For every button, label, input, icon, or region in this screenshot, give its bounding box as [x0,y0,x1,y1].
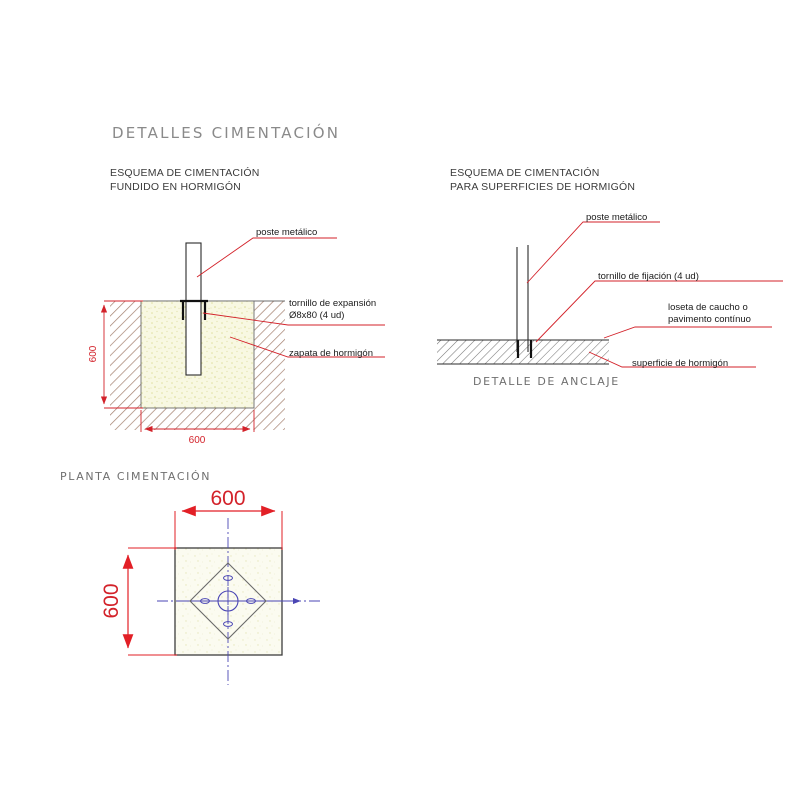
label-loseta-caucho-line2: pavimento contínuo [668,314,751,325]
leader-superficie-hormigon: superficie de hormigón [588,351,756,369]
label-poste-metalico-left: poste metálico [256,227,317,238]
label-poste-metalico-right: poste metálico [586,212,647,223]
plan-bolt-hole-bottom [223,621,233,627]
right-anchor-detail: poste metálico tornillo de fijación (4 u… [437,212,783,388]
anchor-detail-caption: DETALLE DE ANCLAJE [473,375,620,388]
plan-bolt-hole-right [246,598,256,604]
right-detail-heading-line1: ESQUEMA DE CIMENTACIÓN [450,166,599,179]
soil-hatch-left [110,301,141,408]
width-dimension: 600 [140,410,255,446]
plan-bolt-hole-left [200,598,210,604]
soil-hatch-bottom [110,408,285,430]
depth-dimension: 600 [88,300,143,409]
label-tornillo-fijacion: tornillo de fijación (4 ud) [598,271,699,282]
plan-width-dimension-value: 600 [210,487,245,510]
label-zapata-hormigon: zapata de hormigón [289,348,373,359]
label-tornillo-expansion-line1: tornillo de expansión [289,298,376,309]
left-detail-heading-line2: FUNDIDO EN HORMIGÓN [110,180,241,193]
leader-poste-metalico-right: poste metálico [526,212,660,284]
leader-loseta-caucho: loseta de caucho o pavimento contínuo [603,302,772,339]
concrete-slab-hatch [437,340,609,364]
plan-height-dimension-value: 600 [100,583,123,618]
plan-view-caption: PLANTA CIMENTACIÓN [60,470,211,483]
label-tornillo-expansion-line2: Ø8x80 (4 ud) [289,310,344,321]
leader-poste-metalico-left: poste metálico [196,227,337,278]
plan-bolt-hole-top [223,575,233,581]
foundation-plan-view: PLANTA CIMENTACIÓN 600 [60,470,320,685]
leader-tornillo-expansion: tornillo de expansión Ø8x80 (4 ud) [202,298,385,326]
page-title: DETALLES CIMENTACIÓN [112,123,340,142]
plan-footing-square [174,547,283,656]
leader-zapata-hormigon: zapata de hormigón [229,336,385,359]
width-dimension-value: 600 [189,435,206,446]
left-foundation-section: 600 600 poste metálico tornillo de expan… [88,227,385,446]
left-detail-heading-line1: ESQUEMA DE CIMENTACIÓN [110,166,259,179]
metal-post [185,242,202,376]
right-detail-heading-line2: PARA SUPERFICIES DE HORMIGÓN [450,180,635,193]
label-superficie-hormigon: superficie de hormigón [632,358,728,369]
plan-width-dimension: 600 [174,487,283,550]
label-loseta-caucho-line1: loseta de caucho o [668,302,748,313]
depth-dimension-value: 600 [88,345,99,362]
plan-base-plate-diamond [189,562,267,640]
leader-tornillo-fijacion: tornillo de fijación (4 ud) [535,271,783,343]
plan-height-dimension: 600 [100,547,177,656]
